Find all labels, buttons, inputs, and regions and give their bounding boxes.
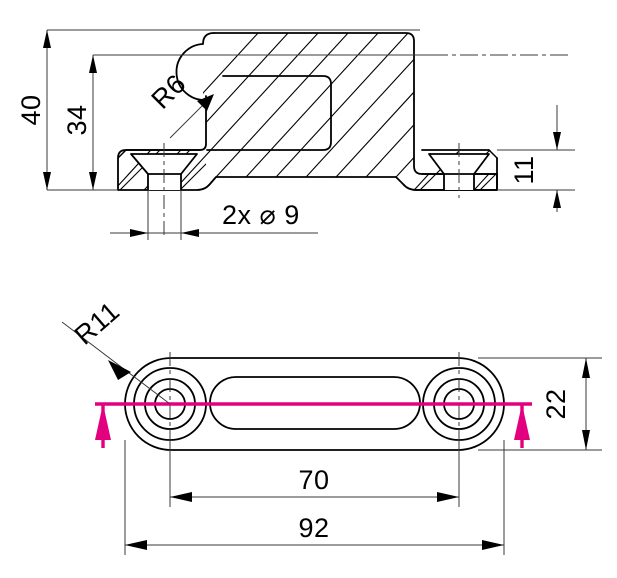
section-arrow-left-head bbox=[95, 404, 111, 440]
right-pad-hatching bbox=[403, 150, 497, 190]
dim11-arrow-lower bbox=[553, 190, 561, 208]
dim-flange-thickness-11: 11 bbox=[497, 105, 575, 212]
csk-dim-arrow-right bbox=[181, 229, 199, 237]
right-pad-chamfer bbox=[488, 149, 498, 159]
dim70-arrow-left bbox=[170, 492, 192, 502]
section-arrow-right-head bbox=[514, 404, 530, 440]
section-pocket-profile bbox=[206, 75, 332, 151]
section-view-group: 40 34 11 bbox=[16, 29, 575, 240]
dim-label-r11: R11 bbox=[69, 296, 126, 351]
dim-label-70: 70 bbox=[298, 465, 329, 495]
dim34-arrow-top bbox=[89, 55, 97, 73]
dim40-arrow-top bbox=[43, 30, 51, 48]
dim92-arrow-right bbox=[482, 540, 504, 550]
section-arrow-left bbox=[95, 404, 111, 448]
left-pad-chamfer bbox=[117, 149, 127, 159]
dim70-arrow-right bbox=[437, 492, 459, 502]
dim-label-r6: R6 bbox=[145, 68, 191, 114]
section-arrow-right bbox=[514, 404, 530, 448]
dim-plan-width-22: 22 bbox=[478, 357, 602, 451]
dim34-arrow-bottom bbox=[89, 172, 97, 190]
dim-label-92: 92 bbox=[298, 513, 329, 543]
leader-r11: R11 bbox=[61, 296, 171, 405]
r6-leader-arrowhead bbox=[197, 94, 214, 111]
section-r6-arc bbox=[175, 32, 215, 101]
dim40-arrow-bottom bbox=[43, 172, 51, 190]
dim-label-hole-callout: 2x ⌀ 9 bbox=[222, 200, 300, 230]
r11-leader-arrowhead bbox=[108, 360, 131, 380]
dim22-arrow-bottom bbox=[582, 430, 590, 450]
dim92-arrow-left bbox=[125, 540, 147, 550]
leader-r6: R6 bbox=[145, 68, 214, 139]
csk-dim-arrow-left bbox=[130, 229, 148, 237]
dim-label-11: 11 bbox=[509, 155, 539, 184]
dim-overall-height-40: 40 bbox=[16, 29, 420, 191]
dim-hole-callout: 2x ⌀ 9 bbox=[110, 190, 318, 240]
section-cut-line bbox=[95, 402, 532, 448]
dim-label-40: 40 bbox=[16, 94, 46, 125]
section-hatching bbox=[118, 33, 497, 190]
dim11-arrow-upper bbox=[553, 132, 561, 150]
dim-label-22: 22 bbox=[541, 388, 571, 419]
dim22-arrow-top bbox=[582, 358, 590, 378]
dim-hole-spacing-70: 70 bbox=[169, 440, 460, 507]
dim-boss-height-34: 34 bbox=[62, 54, 430, 190]
plan-view-group: 22 70 92 bbox=[61, 296, 602, 555]
dim-overall-length-92: 92 bbox=[124, 440, 505, 555]
dim-label-34: 34 bbox=[62, 104, 92, 135]
